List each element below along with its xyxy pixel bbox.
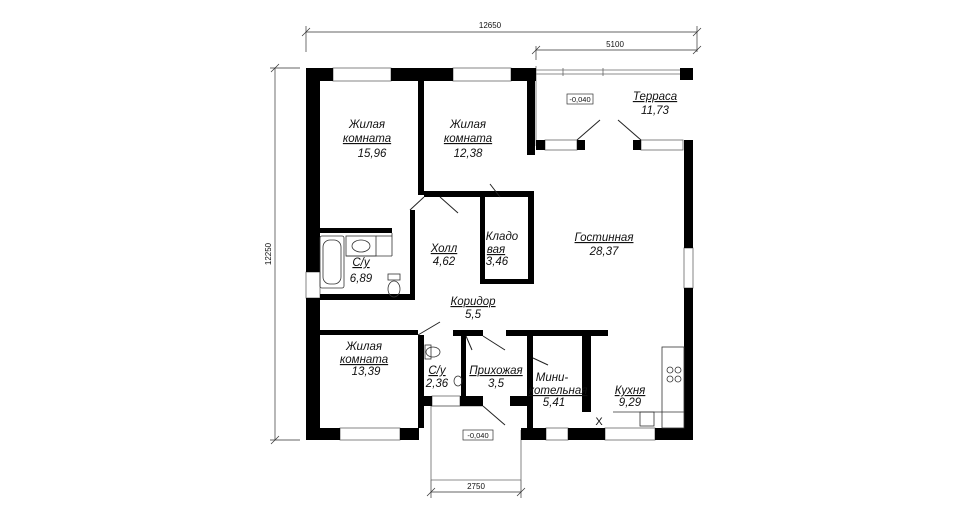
room-area: 9,29 — [619, 397, 642, 409]
room-corridor: Коридор 5,5 — [450, 296, 496, 321]
room-name: Кухня — [615, 385, 646, 397]
dim-total-height: 12250 — [264, 242, 273, 265]
room-name: Жилая — [348, 119, 385, 131]
room-name: Терраса — [633, 91, 677, 103]
room-name: котельная — [529, 385, 588, 397]
room-living: Гостинная 28,37 — [575, 232, 634, 258]
room-boiler: Мини- котельная 5,41 — [529, 372, 588, 409]
room-area: 3,5 — [488, 378, 505, 390]
room-entry: Прихожая 3,5 — [469, 365, 522, 390]
bathtub-icon — [319, 235, 345, 289]
toilet-icon — [425, 346, 441, 358]
kitchen-sink-icon — [639, 411, 655, 427]
level-mark-porch: -0,040 — [467, 431, 488, 440]
room-hall: Холл 4,62 — [430, 243, 458, 268]
room-name: комната — [343, 133, 391, 145]
room-name: Жилая — [345, 341, 382, 353]
room-name: комната — [340, 354, 388, 366]
room-name: Кладо — [486, 231, 519, 243]
room-bathroom2: С/у 2,36 — [425, 365, 449, 390]
doors — [409, 119, 642, 426]
room-area: 5,41 — [543, 397, 565, 409]
fixtures — [319, 233, 685, 429]
room-area: 6,89 — [350, 273, 373, 285]
dimension-lines — [270, 26, 702, 498]
room-area: 12,38 — [454, 148, 483, 160]
room-name: Гостинная — [575, 232, 634, 244]
room-name: вая — [487, 244, 505, 256]
room-name: С/у — [428, 365, 447, 377]
dim-total-width: 12650 — [479, 21, 502, 30]
room-name: Мини- — [536, 372, 569, 384]
dim-porch-width: 2750 — [467, 482, 485, 491]
toilet-icon — [387, 280, 401, 298]
room-bedroom1: Жилая комната 15,96 — [343, 119, 391, 160]
room-area: 3,46 — [486, 256, 509, 268]
room-name: Холл — [430, 243, 458, 255]
room-kitchen: Кухня 9,29 — [615, 385, 646, 409]
room-area: 4,62 — [433, 256, 456, 268]
cross-marker: X — [595, 416, 603, 428]
room-area: 13,39 — [352, 366, 381, 378]
room-area: 28,37 — [589, 246, 619, 258]
level-mark-terrace: -0,040 — [569, 95, 590, 104]
room-storage: Кладо вая 3,46 — [486, 231, 519, 268]
room-name: Жилая — [449, 119, 486, 131]
room-bedroom2: Жилая комната 12,38 — [444, 119, 492, 160]
stove-icon — [666, 366, 674, 374]
room-name: Коридор — [450, 296, 496, 308]
room-area: 15,96 — [358, 148, 387, 160]
walls — [306, 68, 693, 440]
room-name: Прихожая — [469, 365, 522, 377]
room-area: 2,36 — [425, 378, 449, 390]
room-name: С/у — [352, 257, 371, 269]
sink-icon — [453, 375, 463, 387]
room-bedroom3: Жилая комната 13,39 — [340, 341, 388, 378]
room-name: комната — [444, 133, 492, 145]
room-area: 5,5 — [465, 309, 482, 321]
sink-icon — [345, 235, 377, 257]
room-terrace: Терраса 11,73 — [633, 91, 677, 117]
dim-terrace-width: 5100 — [606, 40, 624, 49]
room-area: 11,73 — [641, 105, 670, 117]
kitchen-counter — [661, 346, 685, 429]
room-bathroom1: С/у 6,89 — [350, 257, 373, 285]
